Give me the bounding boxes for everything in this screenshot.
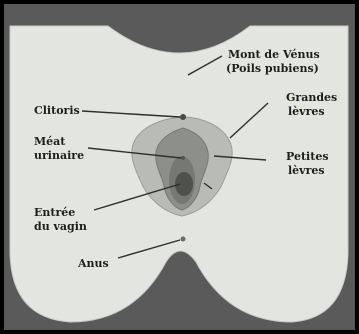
label-clitoris: Clitoris (34, 104, 80, 117)
clitoris-dot (180, 114, 186, 120)
label-entree-du-vagin: Entrée du vagin (34, 206, 87, 233)
anus-dot (181, 237, 186, 242)
label-anus: Anus (77, 257, 109, 270)
meat-urinaire-dot (181, 156, 185, 160)
label-mont-de-venus: Mont de Vénus (Poils pubiens) (226, 48, 324, 75)
